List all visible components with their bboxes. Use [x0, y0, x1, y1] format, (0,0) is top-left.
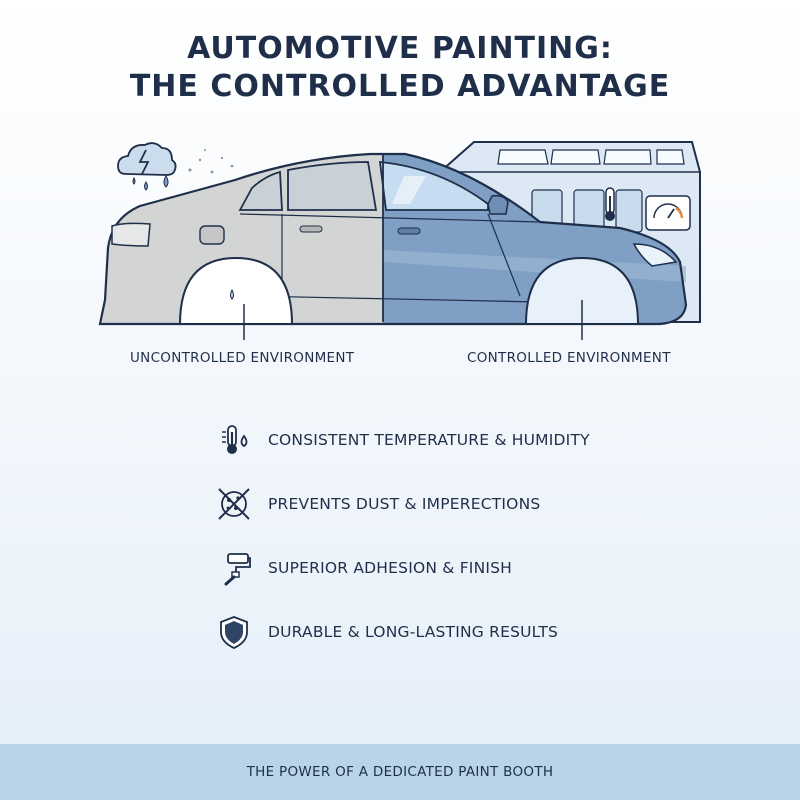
benefit-durable-results: DURABLE & LONG-LASTING RESULTS — [214, 612, 734, 652]
thermometer-droplet-icon — [214, 420, 254, 460]
front-door-handle — [397, 227, 421, 235]
controlled-environment-label: CONTROLLED ENVIRONMENT — [467, 350, 671, 366]
benefits-list: CONSISTENT TEMPERATURE & HUMIDITY PREVEN… — [214, 420, 734, 676]
headlight — [632, 243, 678, 267]
booth-ceiling-lights — [497, 149, 685, 165]
no-dust-icon — [214, 484, 254, 524]
booth-thermometer-icon — [605, 187, 615, 221]
front-wheel-arch — [524, 256, 640, 325]
rear-door-window — [287, 161, 378, 211]
title-line-1: AUTOMOTIVE PAINTING: — [187, 31, 613, 66]
page-title: AUTOMOTIVE PAINTING: THE CONTROLLED ADVA… — [0, 30, 800, 106]
benefit-label: PREVENTS DUST & IMPERECTIONS — [268, 495, 541, 513]
rear-door-handle — [299, 225, 323, 233]
benefit-adhesion-finish: SUPERIOR ADHESION & FINISH — [214, 548, 734, 588]
storm-cloud-icon — [117, 142, 177, 191]
fuel-cap — [199, 225, 225, 245]
title-line-2: THE CONTROLLED ADVANTAGE — [129, 69, 671, 104]
car-body — [98, 152, 688, 326]
benefit-label: CONSISTENT TEMPERATURE & HUMIDITY — [268, 431, 590, 449]
benefit-prevents-dust: PREVENTS DUST & IMPERECTIONS — [214, 484, 734, 524]
side-mirror — [487, 194, 509, 215]
rear-window — [238, 170, 283, 211]
tail-light — [111, 222, 151, 247]
rear-wheel-arch — [178, 256, 294, 325]
paint-roller-icon — [214, 548, 254, 588]
booth-pressure-gauge-icon — [645, 195, 691, 231]
benefit-temperature-humidity: CONSISTENT TEMPERATURE & HUMIDITY — [214, 420, 734, 460]
footer-banner: THE POWER OF A DEDICATED PAINT BOOTH — [0, 744, 800, 800]
benefit-label: DURABLE & LONG-LASTING RESULTS — [268, 623, 559, 641]
uncontrolled-environment-label: UNCONTROLLED ENVIRONMENT — [130, 350, 355, 366]
footer-text: THE POWER OF A DEDICATED PAINT BOOTH — [246, 764, 554, 780]
shield-icon — [214, 612, 254, 652]
benefit-label: SUPERIOR ADHESION & FINISH — [268, 559, 513, 577]
